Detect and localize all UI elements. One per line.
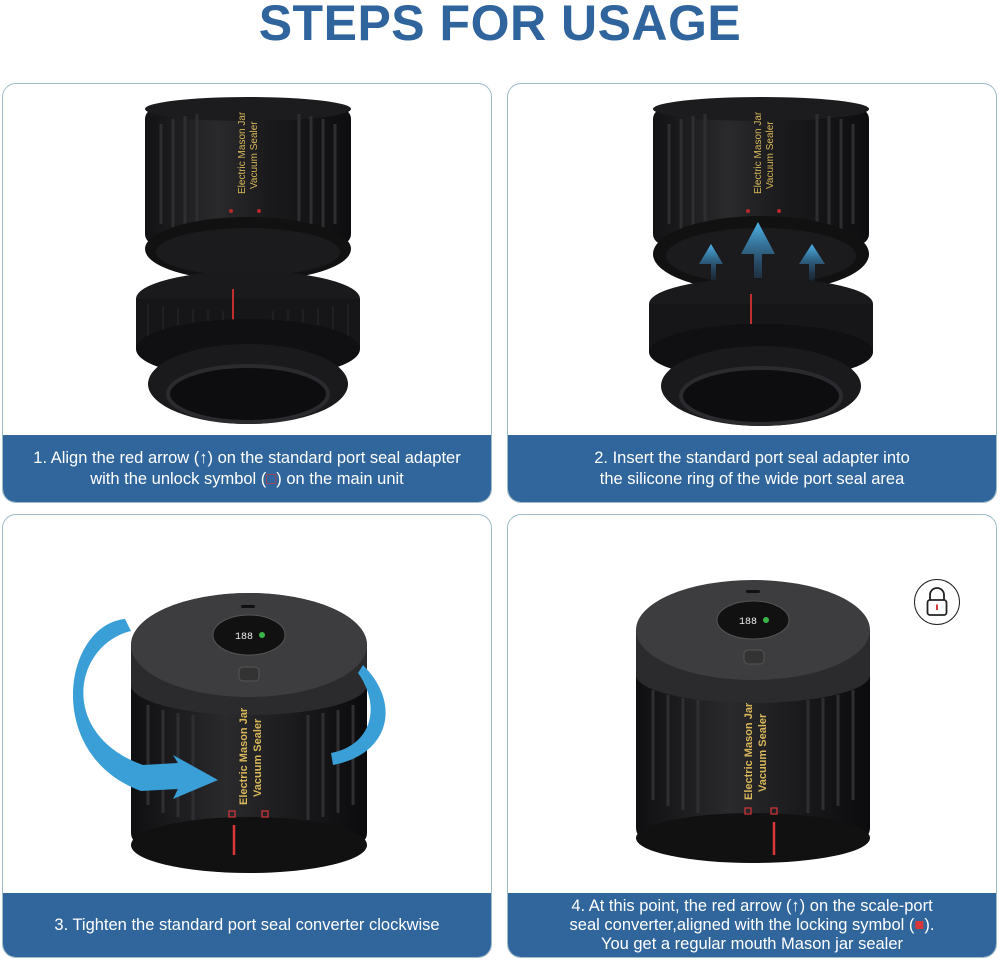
svg-text:Electric Mason JarVacuum Seale: Electric Mason JarVacuum Sealer	[743, 702, 769, 800]
lock-symbol-icon: ■	[914, 915, 925, 934]
step-4-line1: 4. At this point, the red arrow (↑) on t…	[571, 896, 933, 915]
step-3-caption: 3. Tighten the standard port seal conver…	[3, 893, 491, 957]
page-title: STEPS FOR USAGE	[258, 0, 742, 51]
rotation-arrow-icon	[72, 619, 218, 799]
step-4-line2: seal converter,aligned with the locking …	[569, 915, 935, 934]
step-1-line2: with the unlock symbol (□) on the main u…	[90, 469, 404, 488]
step-2-panel: Electric Mason JarVacuum Sealer 2. Inser…	[507, 83, 997, 503]
step-2-line2: the silicone ring of the wide port seal …	[599, 469, 905, 488]
adapter-inserting-image: Electric Mason JarVacuum Sealer	[649, 97, 873, 426]
device-label: Electric Mason JarVacuum Sealer	[237, 111, 260, 194]
step-4-caption: 4. At this point, the red arrow (↑) on t…	[508, 893, 996, 957]
step-4-line3: You get a regular mouth Mason jar sealer	[600, 934, 904, 953]
step-1-panel: Electric Mason JarVacuum Sealer 1. Align…	[2, 83, 492, 503]
svg-text:Electric Mason JarVacuum Seale: Electric Mason JarVacuum Sealer	[753, 111, 776, 194]
step-3-line1: 3. Tighten the standard port seal conver…	[54, 915, 440, 934]
step-2-caption: 2. Insert the standard port seal adapter…	[508, 435, 996, 502]
svg-text:Electric Mason JarVacuum Seale: Electric Mason JarVacuum Sealer	[238, 707, 264, 805]
unlock-icon: □	[266, 469, 277, 488]
adapter-separated-image: Electric Mason JarVacuum Sealer	[136, 97, 360, 424]
blue-arrows	[699, 222, 825, 294]
step-2-line1: 2. Insert the standard port seal adapter…	[594, 448, 910, 467]
step-1-line1: 1. Align the red arrow (↑) on the standa…	[33, 448, 461, 467]
step-1-caption: 1. Align the red arrow (↑) on the standa…	[3, 435, 491, 502]
lock-icon	[914, 579, 960, 625]
svg-text:188: 188	[739, 617, 757, 628]
display-readout: 188	[235, 632, 253, 643]
